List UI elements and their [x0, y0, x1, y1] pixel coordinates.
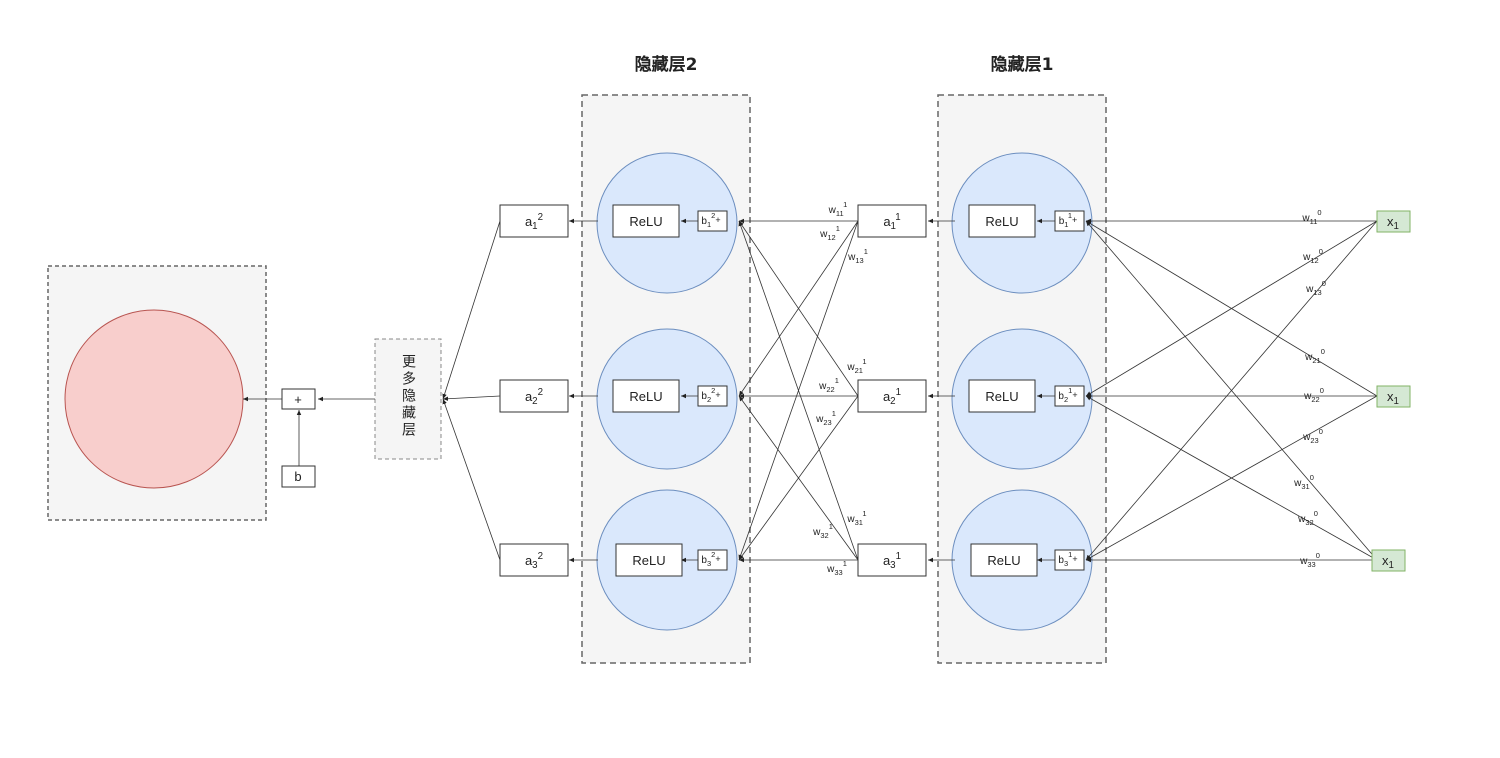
input-box-1: [1376, 210, 1411, 233]
output-neuron: [64, 309, 244, 489]
input-label-1: x1: [1387, 214, 1399, 232]
a2-label-2: a22: [525, 387, 543, 407]
w0-label-31: w310: [1293, 473, 1314, 491]
more-hidden-layers-box: [374, 338, 442, 460]
sum-label: +: [294, 392, 302, 407]
w0-label-22: w220: [1303, 386, 1324, 404]
w1-line-32: [738, 395, 859, 561]
w1-label-22: w221: [818, 376, 839, 394]
bias-input-label: b: [294, 469, 301, 484]
w1-label-32: w321: [812, 522, 833, 540]
w0-line-31: [1085, 220, 1378, 561]
input-box-2: [1376, 385, 1411, 408]
h1-relu-label-3: ReLU: [987, 553, 1020, 568]
w1-label-33: w331: [826, 559, 847, 577]
a1-box-2: [857, 379, 927, 413]
w1-label-21: w211: [846, 357, 866, 375]
w1-line-31: [738, 220, 859, 561]
w0-label-11: w110: [1301, 208, 1321, 226]
w0-line-32: [1085, 395, 1378, 561]
h2-bias-box-2: [697, 385, 728, 407]
connections: [243, 218, 1378, 563]
h1-relu-box-1: [968, 204, 1036, 238]
hidden-layer-2-title: 隐藏层2: [635, 54, 698, 75]
h1-bias-label-3: b31+: [1058, 550, 1077, 568]
h1-relu-box-2: [968, 379, 1036, 413]
h2-relu-box-3: [615, 543, 683, 577]
h2-bias-box-3: [697, 549, 728, 571]
weight-labels: w110 w120 w130 w210 w220 w230 w310 w320 w330 w111…: [812, 200, 1326, 577]
w1-label-23: w231: [815, 409, 836, 427]
h2-relu-label-1: ReLU: [629, 214, 662, 229]
a2-to-more-2: [442, 395, 501, 401]
more-hidden-layers-label: 更多隐藏层: [400, 354, 416, 439]
input-box-3: [1371, 549, 1406, 572]
w0-label-13: w130: [1305, 279, 1326, 297]
h1-relu-box-3: [970, 543, 1038, 577]
input-label-3: x1: [1382, 553, 1394, 571]
h1-bias-box-2: [1054, 385, 1085, 407]
sum-box: [281, 388, 316, 410]
a1-label-3: a31: [883, 551, 901, 571]
a1-label-1: a11: [883, 212, 900, 232]
w0-label-23: w230: [1302, 427, 1323, 445]
h2-relu-box-1: [612, 204, 680, 238]
w0-line-21: [1085, 220, 1378, 397]
w1-line-21: [738, 220, 859, 397]
h2-bias-label-2: b22+: [701, 386, 720, 404]
w0-label-32: w320: [1297, 509, 1318, 527]
h1-bias-label-2: b21+: [1058, 386, 1077, 404]
a1-box-3: [857, 543, 927, 577]
hidden-layer-1-title: 隐藏层1: [991, 54, 1054, 75]
h1-bias-box-1: [1054, 210, 1085, 232]
w1-label-12: w121: [819, 224, 840, 242]
a1-label-2: a21: [883, 387, 901, 407]
w1-label-11: w111: [828, 200, 848, 218]
h1-relu-label-1: ReLU: [985, 214, 1018, 229]
a2-label-1: a12: [525, 212, 543, 232]
a2-box-3: [499, 543, 569, 577]
a1-box-1: [857, 204, 927, 238]
w1-label-31: w311: [846, 509, 866, 527]
bias-input-box: [281, 465, 316, 488]
w0-label-33: w330: [1299, 551, 1320, 569]
a2-label-3: a32: [525, 551, 543, 571]
w0-label-12: w120: [1302, 247, 1323, 265]
a2-box-2: [499, 379, 569, 413]
a2-box-1: [499, 204, 569, 238]
h2-relu-label-3: ReLU: [632, 553, 665, 568]
h2-bias-label-1: b12+: [701, 211, 720, 229]
a2-to-more-1: [442, 220, 501, 400]
a2-to-more-3: [442, 398, 501, 561]
h1-relu-label-2: ReLU: [985, 389, 1018, 404]
w1-label-13: w131: [847, 247, 868, 265]
h2-relu-box-2: [612, 379, 680, 413]
w0-label-21: w210: [1304, 347, 1325, 365]
input-label-2: x1: [1387, 389, 1399, 407]
h2-relu-label-2: ReLU: [629, 389, 662, 404]
h2-bias-box-1: [697, 210, 728, 232]
h1-bias-box-3: [1054, 549, 1085, 571]
h1-bias-label-1: b11+: [1059, 211, 1078, 229]
h2-bias-label-3: b32+: [701, 550, 720, 568]
